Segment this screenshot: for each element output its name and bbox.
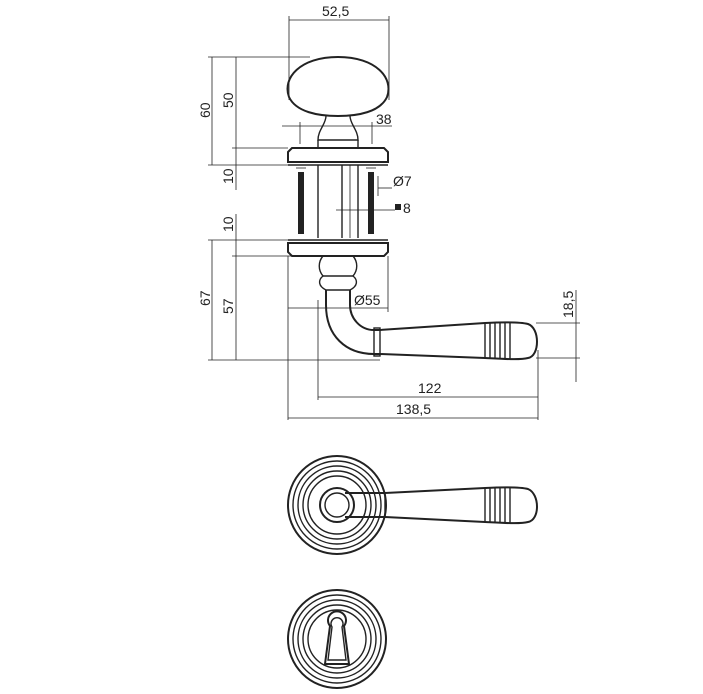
dim-rose-thickness-top: 10 [220, 168, 236, 184]
knob [286, 55, 390, 148]
square-icon [395, 204, 401, 210]
dim-knob-width: 52,5 [322, 3, 349, 19]
side-view: 52,5 60 50 10 38 Ø7 8 10 67 57 Ø55 18,5 … [197, 3, 580, 420]
dim-overall-length: 138,5 [396, 401, 431, 417]
keyhole-icon [323, 610, 351, 665]
screw-right [368, 172, 374, 234]
dim-spindle-square: 8 [403, 200, 411, 216]
dim-rose-thickness-bottom: 10 [220, 216, 236, 232]
bottom-rose [287, 239, 389, 257]
dim-knob-height: 50 [220, 92, 236, 108]
dim-spindle-offset: 38 [376, 111, 392, 127]
door-section [296, 165, 376, 238]
dim-bolt-diameter: Ø7 [393, 173, 412, 189]
dim-lever-length: 122 [418, 380, 442, 396]
dim-lever-grip-height: 18,5 [560, 291, 576, 318]
front-view-cylinder-rose [287, 589, 387, 689]
front-view-lever [287, 455, 538, 555]
dim-knob-total-height: 60 [197, 102, 213, 118]
top-rose [287, 147, 389, 166]
dim-lever-total-height: 67 [197, 290, 213, 306]
dim-lever-height: 57 [220, 298, 236, 314]
dim-rose-diameter: Ø55 [354, 292, 381, 308]
dimension-lines [208, 16, 580, 420]
screw-left [298, 172, 304, 234]
lever-side [318, 255, 538, 361]
